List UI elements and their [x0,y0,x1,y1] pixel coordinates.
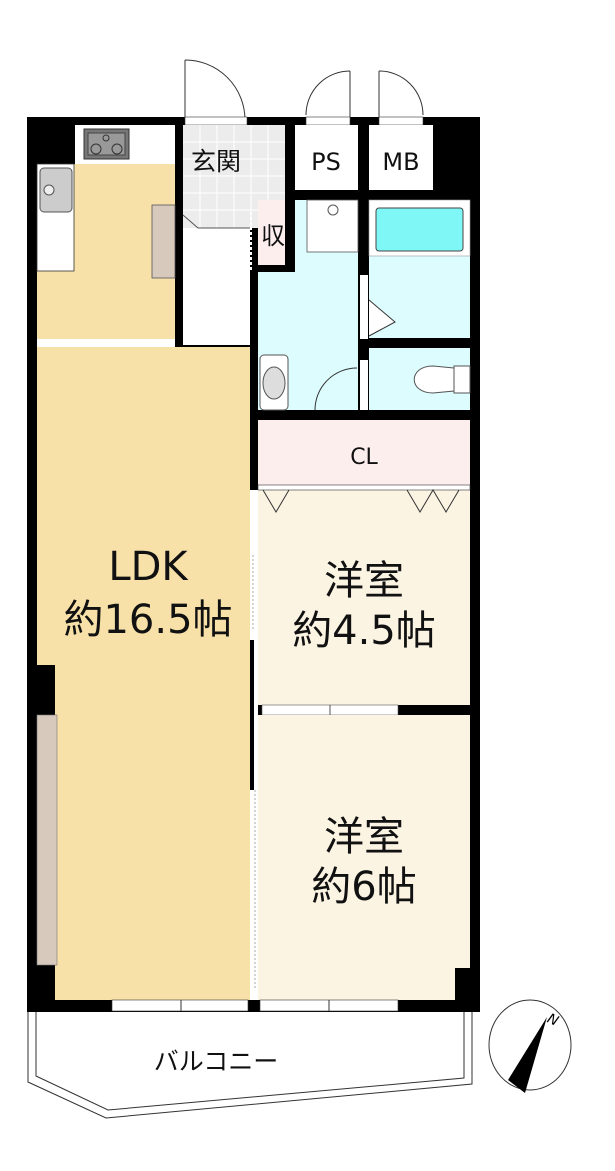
bathroom-door[interactable] [368,299,396,337]
compass-icon: N [488,999,572,1093]
closet-doors[interactable] [262,489,460,513]
western-room-2 [258,715,470,1000]
ldk-name: LDK [108,544,189,590]
hallway [183,228,250,345]
sink-icon [39,167,73,213]
washroom-door[interactable] [314,367,358,411]
entrance-door[interactable] [184,59,248,126]
stove-icon [83,128,130,160]
ps-label: PS [311,148,341,176]
mb-space [369,125,433,190]
storage-label: 収 [261,222,285,250]
washbasin-icon [259,354,289,411]
window [36,714,58,966]
closet-label: CL [350,445,378,470]
room2-name: 洋室 [324,814,404,860]
balcony-label: バルコニー [154,1047,279,1076]
ldk-size: 約16.5帖 [63,597,232,643]
ps-door[interactable] [305,70,351,126]
room1-size: 約4.5帖 [292,608,436,654]
ldk [37,347,250,1000]
balcony-window-ldk[interactable] [111,999,249,1012]
fridge-space [151,204,176,279]
toilet-icon [413,365,471,394]
room1-name: 洋室 [324,558,404,604]
storage-space [258,200,285,265]
bathtub-icon [375,207,464,252]
mb-door[interactable] [378,70,424,126]
entrance-label: 玄関 [191,147,241,176]
room2-size: 約6帖 [311,864,416,910]
western-room-1 [258,490,470,705]
closet [258,420,470,485]
ps-space [295,125,358,190]
mb-label: MB [382,148,419,176]
